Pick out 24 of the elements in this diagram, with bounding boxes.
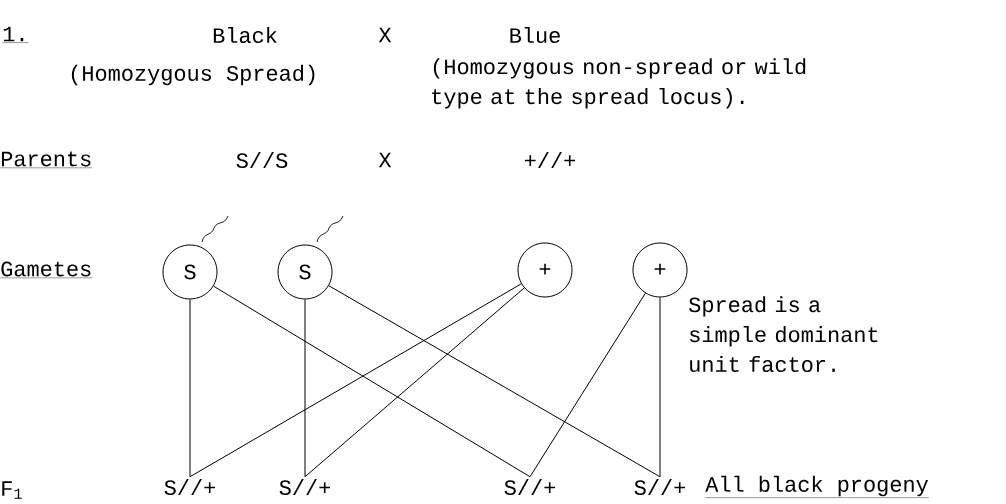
description-text: (Homozygous Spread) [71,64,315,86]
cross-line [328,285,661,478]
phenotype-label: Black [213,26,277,44]
cross-line [529,292,646,478]
cross-line [189,299,191,478]
cross-line [304,299,306,478]
section-number: 1. [2,26,29,43]
genotype-text: S//S [236,151,288,169]
genotype-text: +//+ [524,151,576,169]
row-heading: F$_{1}$ [2,481,22,499]
row-heading: Gametes [0,261,93,279]
genotype-text: S//+ [164,478,216,496]
cross-symbol: X [378,152,392,168]
result-text: All black progeny [705,475,929,498]
row-heading: Parents [0,151,93,168]
genotype-text: S//+ [279,478,331,496]
genotype-text: S//+ [634,478,686,496]
cross-line [304,287,525,478]
description-text: (Homozygous non-spread or wild type at the spread locus). [432,58,806,109]
genotype-text: S//+ [504,478,556,496]
note-text: Spread is a simple dominant unit factor. [689,296,878,373]
cross-line [659,297,661,478]
cross-symbol: X [378,27,392,43]
phenotype-label: Blue [510,26,560,44]
